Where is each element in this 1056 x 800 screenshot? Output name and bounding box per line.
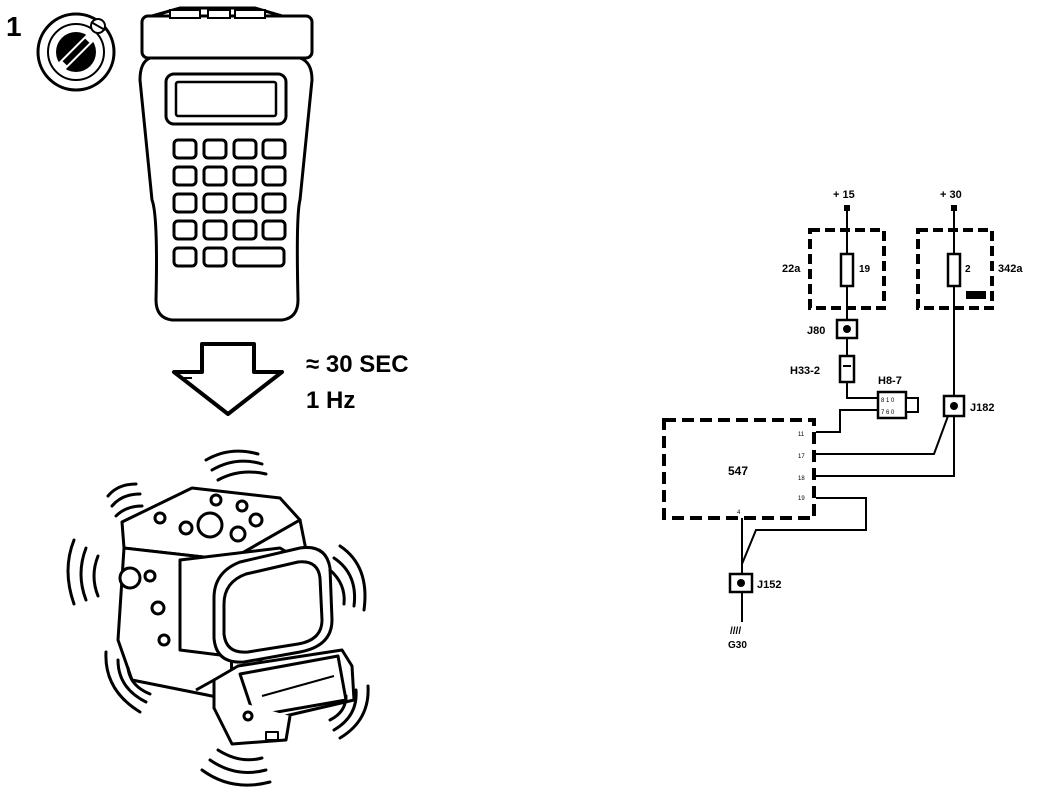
wires [741, 211, 955, 622]
vibration-lines [66, 449, 370, 787]
wiring-schematic: + 15 + 30 22a 342a 19 2 [662, 189, 1023, 651]
connector-h33 [838, 354, 856, 384]
ground-symbol: //// [730, 626, 741, 637]
fuse-box-right-tag [966, 291, 986, 299]
supply-15-label: + 15 [833, 189, 855, 201]
connector-h33-label: H33-2 [790, 365, 820, 377]
ground-label: G30 [728, 640, 747, 651]
supply-15-terminal [844, 205, 850, 211]
scan-tool-icon [138, 6, 314, 322]
ignition-key-icon [36, 12, 116, 92]
connector-j152-label: J152 [757, 579, 781, 591]
module-pin-19: 19 [798, 496, 805, 502]
fuse-left-number: 19 [859, 264, 871, 275]
down-arrow-icon [172, 342, 284, 416]
module-547-label: 547 [728, 464, 748, 478]
module-pin-4: 4 [737, 510, 741, 516]
supply-30-label: + 30 [940, 189, 962, 201]
step-number: 1 [6, 11, 22, 42]
module-547 [662, 418, 816, 520]
instruction-duration: ≈ 30 SEC [306, 351, 409, 378]
module-pin-11: 11 [798, 432, 805, 438]
connector-j182-label: J182 [970, 402, 994, 414]
supply-30-terminal [951, 205, 957, 211]
fuse-right [946, 252, 962, 288]
connector-h8-label: H8-7 [878, 375, 902, 387]
abs-hydraulic-unit-icon [116, 486, 356, 746]
svg-text:7 6 0: 7 6 0 [881, 410, 895, 416]
module-pin-18: 18 [798, 476, 805, 482]
instruction-frequency: 1 Hz [306, 387, 355, 414]
fuse-box-left-label: 22a [782, 263, 801, 275]
connector-j80-label: J80 [807, 325, 825, 337]
fuse-box-right-label: 342a [998, 263, 1023, 275]
module-pin-17: 17 [798, 454, 805, 460]
fuse-right-number: 2 [965, 264, 971, 275]
svg-text:8 1 0: 8 1 0 [881, 398, 895, 404]
fuse-left [839, 252, 855, 288]
